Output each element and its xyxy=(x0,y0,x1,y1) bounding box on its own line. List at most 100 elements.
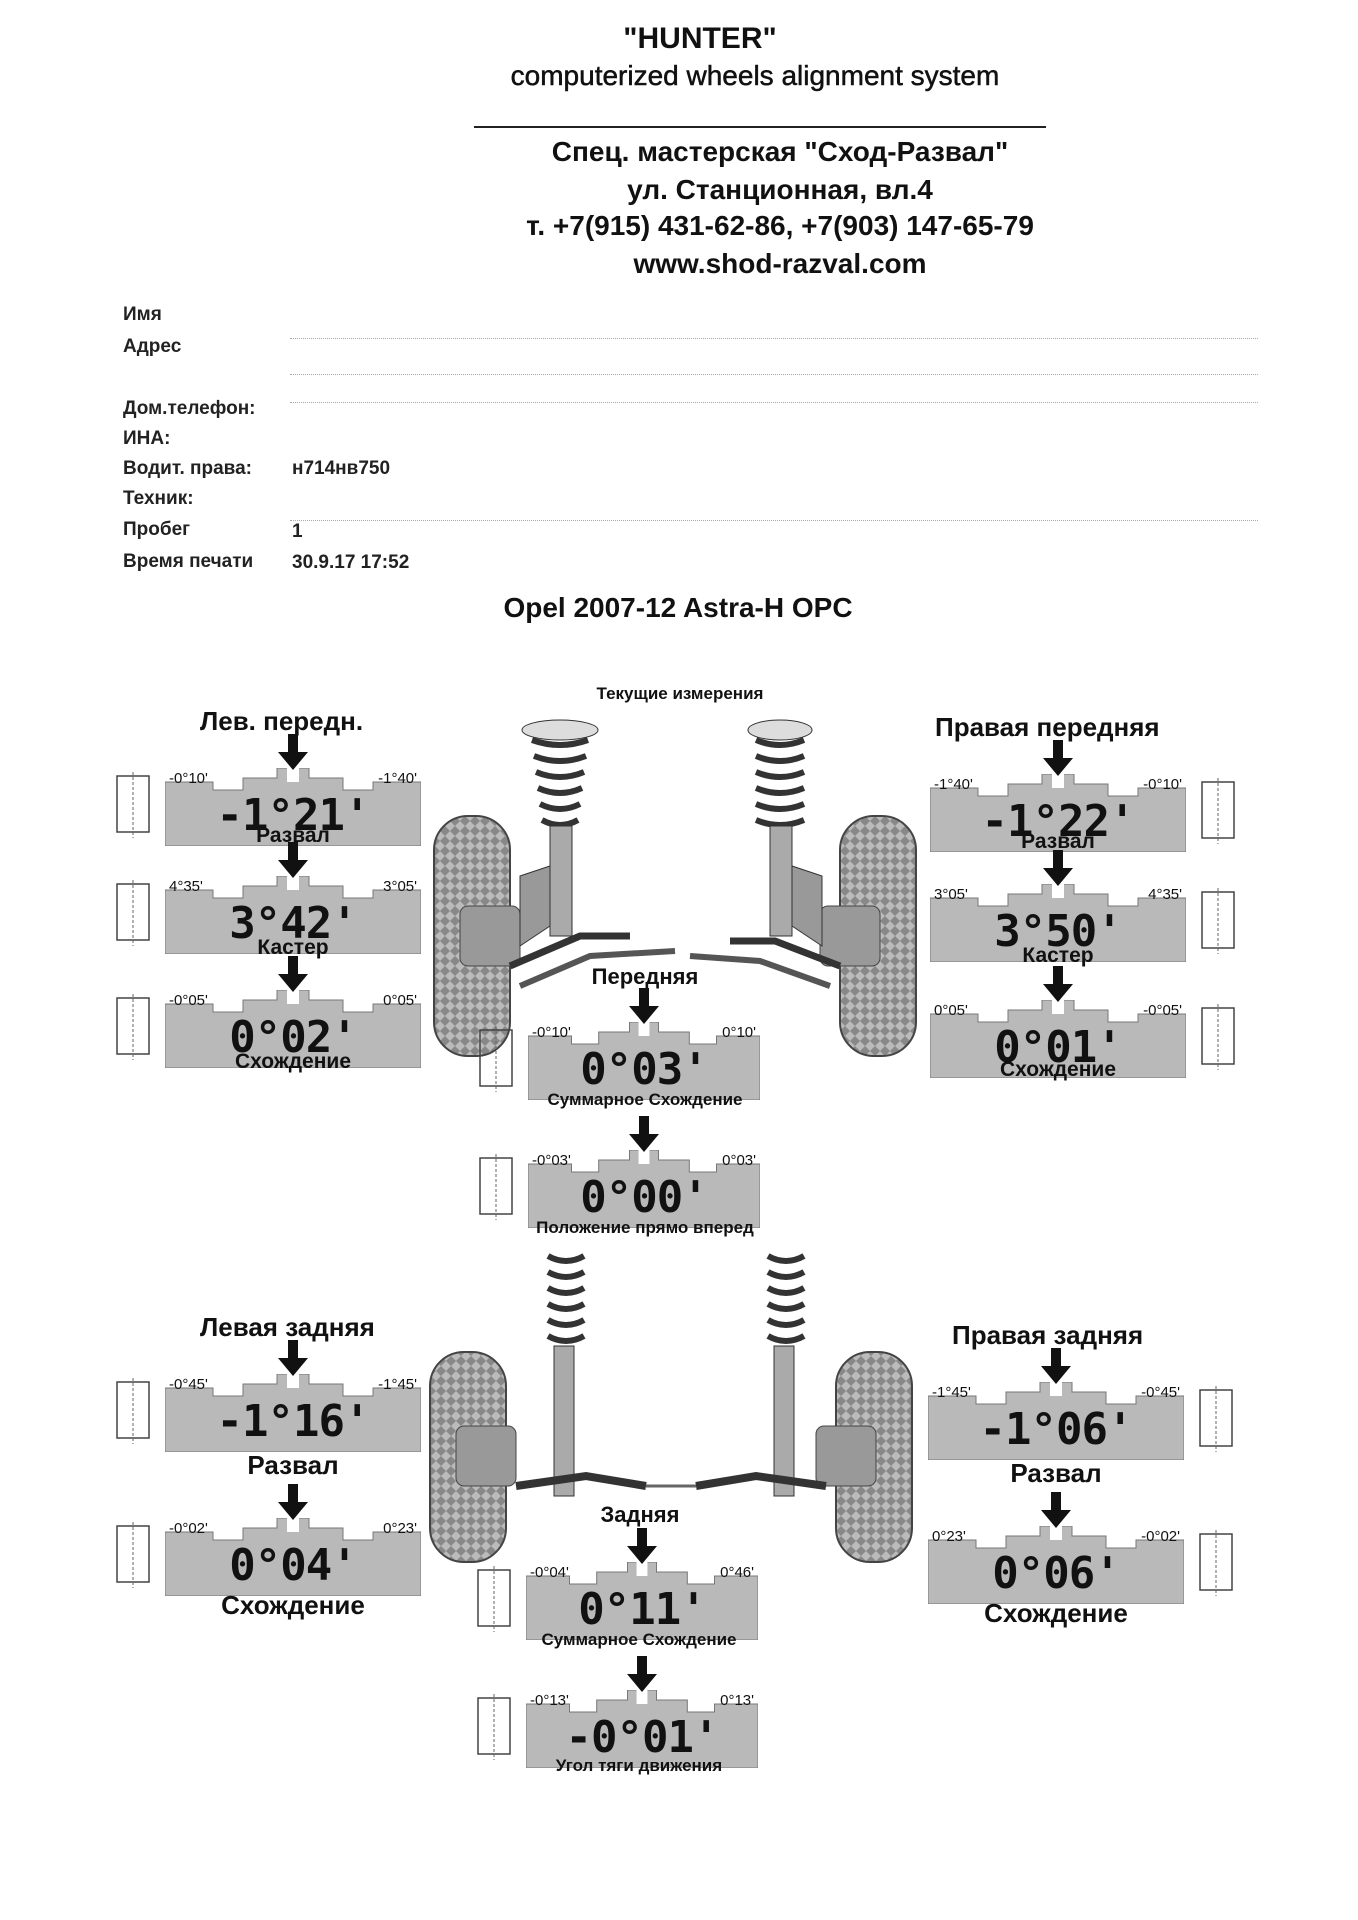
rl-camber-value: -1°16' xyxy=(216,1396,371,1447)
front-total-toe-caption: Суммарное Схождение xyxy=(547,1090,743,1109)
front-right-strut xyxy=(747,719,823,947)
fr-toe-min: 0°05' xyxy=(934,1002,968,1019)
vehicle-title: Opel 2007-12 Astra-H OPC xyxy=(503,592,853,623)
fl-caster-value: 3°42' xyxy=(229,898,357,949)
gauge-background xyxy=(528,1022,760,1100)
front-right-title: Правая передняя xyxy=(935,712,1160,742)
alignment-diagram-icon xyxy=(1199,1386,1233,1452)
rr-camber-max: -0°45' xyxy=(1141,1384,1180,1401)
fl-toe-max: 0°05' xyxy=(383,992,417,1009)
rl-camber-gauge: -0°45' -1°45' -1°16' xyxy=(165,1374,421,1452)
rr-camber-gauge: -1°45' -0°45' -1°06' xyxy=(928,1382,1184,1460)
shop-website: www.shod-razval.com xyxy=(633,248,927,279)
fr-caster-max: 4°35' xyxy=(1148,886,1182,903)
thrust-angle-min: -0°13' xyxy=(530,1692,569,1709)
down-arrow-icon xyxy=(629,1116,659,1152)
gauge-background xyxy=(930,774,1186,852)
rl-toe-min: -0°02' xyxy=(169,1520,208,1537)
fl-toe-caption: Схождение xyxy=(234,1050,352,1073)
fl-caster-gauge: 4°35' 3°05' 3°42' xyxy=(165,876,421,954)
straight-ahead-value: 0°00' xyxy=(580,1172,708,1223)
rear-total-toe-value: 0°11' xyxy=(578,1584,706,1635)
gauge-background xyxy=(930,1000,1186,1078)
gauge-background xyxy=(165,768,421,846)
shop-phones: т. +7(915) 431-62-86, +7(903) 147-65-79 xyxy=(526,210,1034,241)
phone-label: Дом.телефон: xyxy=(123,398,256,419)
rr-toe-value: 0°06' xyxy=(992,1548,1120,1599)
rr-toe-min: 0°23' xyxy=(932,1528,966,1545)
fr-camber-min: -1°40' xyxy=(934,776,973,793)
front-suspension-illustration xyxy=(433,719,917,1057)
rr-toe-caption: Схождение xyxy=(984,1598,1128,1628)
rear-left-shock xyxy=(546,1253,586,1497)
shop-name: Спец. мастерская "Сход-Развал" xyxy=(551,136,1009,167)
down-arrow-icon xyxy=(278,956,308,992)
gauge-background xyxy=(165,1518,421,1596)
fr-caster-value: 3°50' xyxy=(994,906,1122,957)
license-label: Водит. права: xyxy=(123,458,252,479)
gauge-background xyxy=(165,990,421,1068)
print-time-label: Время печати xyxy=(123,551,254,572)
fl-camber-caption: Развал xyxy=(256,824,330,847)
down-arrow-icon xyxy=(278,842,308,878)
down-arrow-icon xyxy=(627,1656,657,1692)
print-time-value: 30.9.17 17:52 xyxy=(292,552,410,573)
fl-toe-min: -0°05' xyxy=(169,992,208,1009)
fl-caster-caption: Кастер xyxy=(257,936,329,959)
fl-camber-min: -0°10' xyxy=(169,770,208,787)
system-subtitle: computerized wheels alignment system xyxy=(510,60,1000,92)
down-arrow-icon xyxy=(1041,1492,1071,1528)
mileage-line xyxy=(290,520,1258,521)
technician-label: Техник: xyxy=(123,488,194,509)
fl-toe-value: 0°02' xyxy=(229,1012,357,1063)
alignment-diagram-icon xyxy=(116,1522,150,1588)
alignment-diagram-icon xyxy=(477,1694,511,1760)
gauge-background xyxy=(165,1374,421,1452)
header-rule xyxy=(474,126,1046,128)
alignment-diagram-icon xyxy=(116,772,150,838)
front-total-toe-min: -0°10' xyxy=(532,1024,571,1041)
gauge-background xyxy=(165,876,421,954)
rl-camber-min: -0°45' xyxy=(169,1376,208,1393)
rear-total-toe-max: 0°46' xyxy=(720,1564,754,1581)
down-arrow-icon xyxy=(278,734,308,770)
gauge-background xyxy=(528,1150,760,1228)
fr-caster-gauge: 3°05' 4°35' 3°50' xyxy=(930,884,1186,962)
rr-camber-value: -1°06' xyxy=(979,1404,1134,1455)
fr-camber-gauge: -1°40' -0°10' -1°22' xyxy=(930,774,1186,852)
gauge-background xyxy=(928,1382,1184,1460)
shop-address: ул. Станционная, вл.4 xyxy=(627,174,933,205)
fr-toe-value: 0°01' xyxy=(994,1022,1122,1073)
down-arrow-icon xyxy=(278,1484,308,1520)
rl-toe-caption: Схождение xyxy=(221,1590,365,1620)
fl-toe-gauge: -0°05' 0°05' 0°02' xyxy=(165,990,421,1068)
fr-toe-gauge: 0°05' -0°05' 0°01' xyxy=(930,1000,1186,1078)
alignment-diagram-icon xyxy=(479,1026,513,1092)
alignment-diagram-icon xyxy=(1201,1004,1235,1070)
rear-suspension-illustration xyxy=(429,1253,913,1563)
rl-camber-max: -1°45' xyxy=(378,1376,417,1393)
rear-right-title: Правая задняя xyxy=(952,1320,1144,1350)
alignment-diagram-icon xyxy=(1199,1530,1233,1596)
alignment-diagram-icon xyxy=(479,1154,513,1220)
alignment-diagram-icon xyxy=(1201,778,1235,844)
fl-camber-max: -1°40' xyxy=(378,770,417,787)
mileage-value: 1 xyxy=(292,521,303,542)
rl-toe-value: 0°04' xyxy=(229,1540,357,1591)
straight-ahead-gauge: -0°03' 0°03' 0°00' xyxy=(528,1150,760,1228)
name-label: Имя xyxy=(123,304,162,325)
rr-camber-caption: Развал xyxy=(1010,1458,1102,1488)
fr-caster-caption: Кастер xyxy=(1022,944,1094,967)
rl-camber-caption: Развал xyxy=(247,1450,339,1480)
address-line-1 xyxy=(290,338,1258,339)
rr-camber-min: -1°45' xyxy=(932,1384,971,1401)
address-label: Адрес xyxy=(123,336,182,357)
fl-caster-min: 4°35' xyxy=(169,878,203,895)
brand-title: "HUNTER" xyxy=(623,22,777,55)
down-arrow-icon xyxy=(278,1340,308,1376)
thrust-angle-caption: Угол тяги движения xyxy=(555,1756,723,1775)
rear-left-title: Левая задняя xyxy=(200,1312,375,1342)
alignment-diagram-icon xyxy=(1201,888,1235,954)
rl-toe-gauge: -0°02' 0°23' 0°04' xyxy=(165,1518,421,1596)
thrust-angle-value: -0°01' xyxy=(565,1712,720,1763)
